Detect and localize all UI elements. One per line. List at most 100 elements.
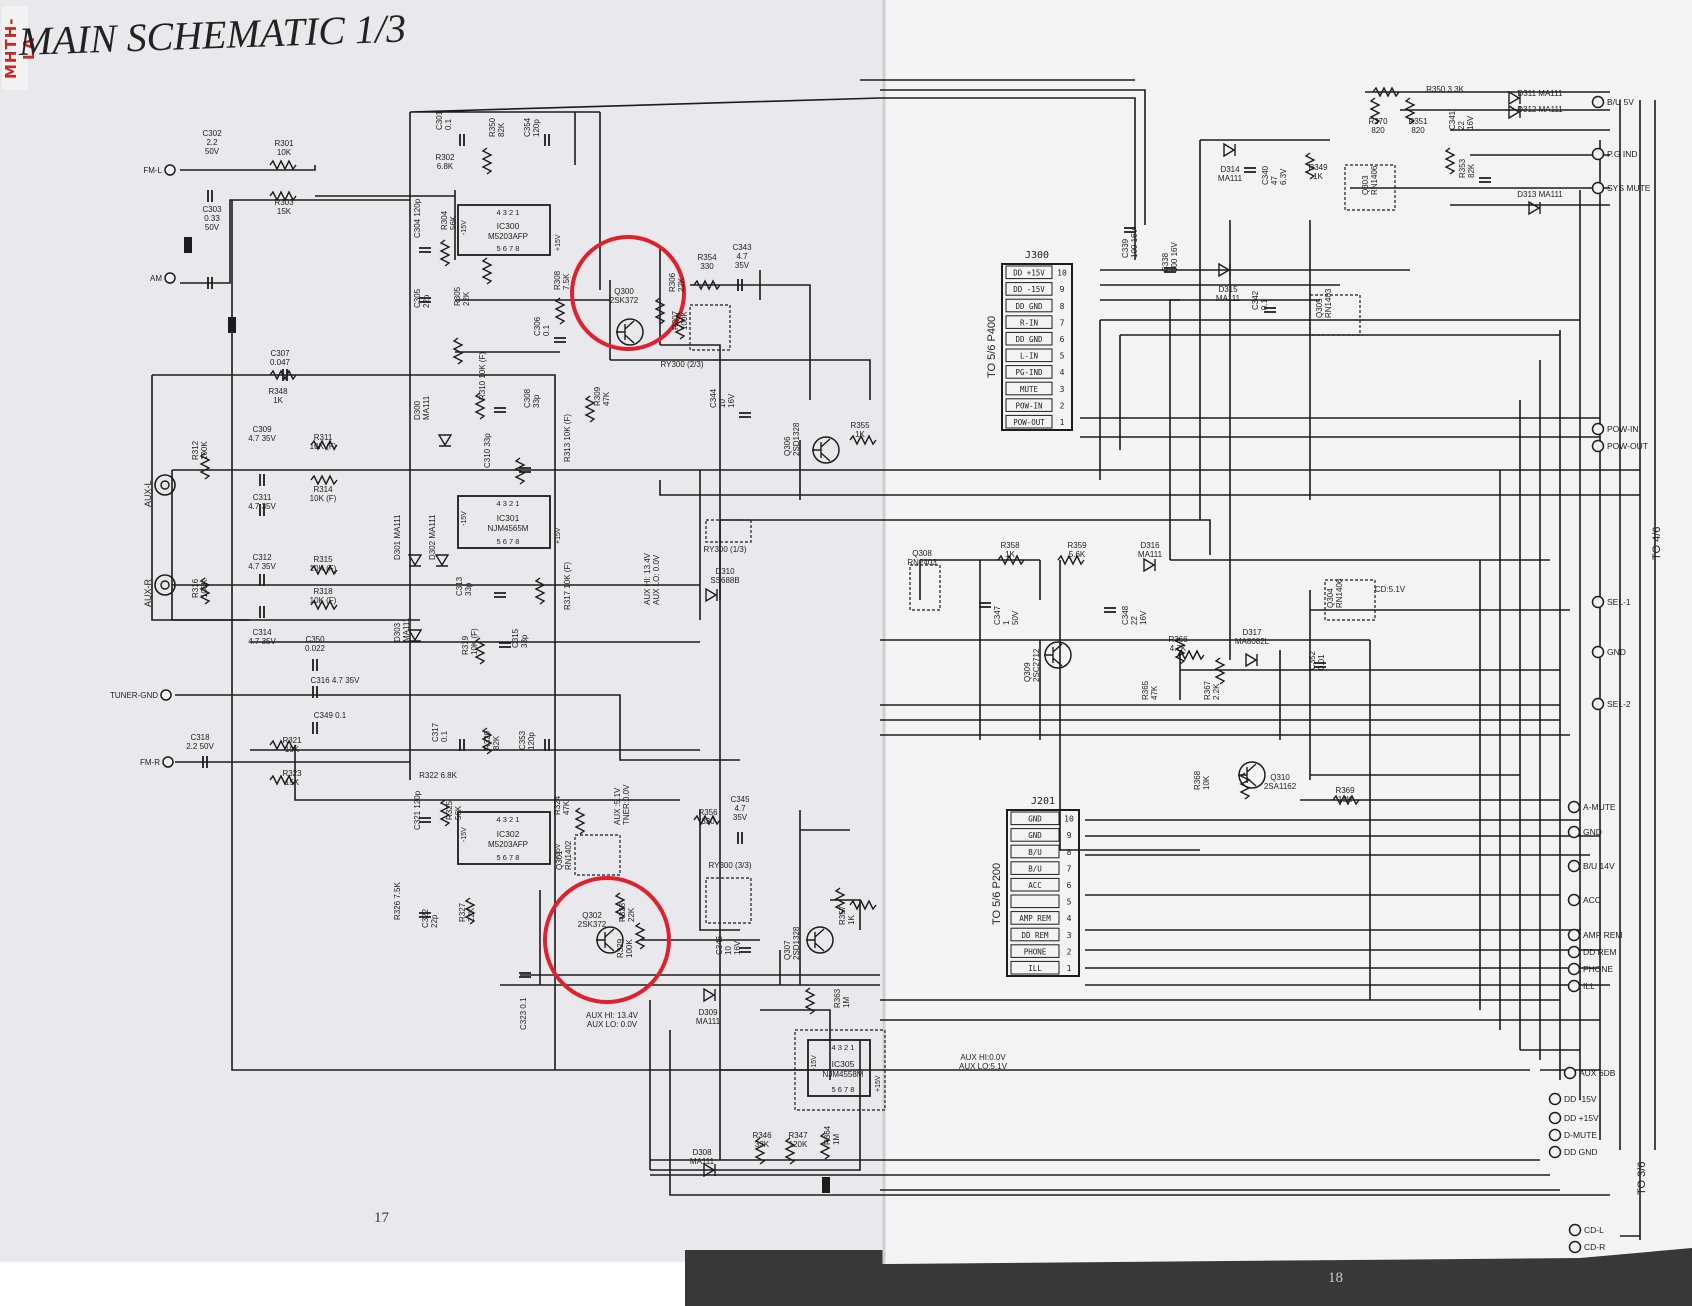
capacitor-symbol <box>312 659 318 671</box>
label-line-r356: R356 <box>698 808 718 817</box>
capacitor-symbol <box>419 912 431 918</box>
label-line-r324: 47K <box>562 800 571 815</box>
label-line-c346: 16V <box>733 940 742 955</box>
label-line-c340: 6.3V <box>1279 168 1288 185</box>
label-line-q310: 2SA1162 <box>1264 782 1297 791</box>
label-line-c315: 33p <box>520 634 529 648</box>
label-line-c347: 50V <box>1011 610 1020 625</box>
jack-aux_l <box>154 474 176 496</box>
label-ry300c: RY300 (3/3) <box>709 861 752 870</box>
label-line-r350b: R350 3.3K <box>1426 85 1464 94</box>
connector-pin-number-j300: 6 <box>1060 335 1065 344</box>
label-line-r308: 7.5K <box>562 273 571 290</box>
terminal-label-cdr: CD-R <box>1584 1242 1605 1252</box>
ic-bottom-pins-ic301: 5 6 7 8 <box>497 537 520 546</box>
label-line-c340: 47 <box>1270 176 1279 185</box>
connector-pin-number-j300: 5 <box>1060 352 1065 361</box>
jack-core-aux_r <box>160 580 170 590</box>
terminal-dd15n <box>1548 1092 1562 1106</box>
label-line-r303: 15K <box>277 207 292 216</box>
terminal-amute <box>1567 800 1581 814</box>
label-to-3-6: TO 3/6 <box>1636 1162 1648 1195</box>
label-line-d310: SS688B <box>710 576 739 585</box>
connector-pin-number-j300: 1 <box>1060 418 1065 427</box>
label-line-q308: RN2403 <box>907 558 937 567</box>
label-line-q305: Q305 <box>1315 298 1324 318</box>
label-line-c350: 0.022 <box>305 644 326 653</box>
label-line-c348: C348 <box>1121 605 1130 625</box>
diode-symbol <box>1218 262 1231 278</box>
capacitor-symbol <box>312 722 318 734</box>
highlight-circle-q302 <box>543 876 671 1004</box>
terminal-ddrem <box>1567 945 1581 959</box>
terminal-label-cdl: CD-L <box>1584 1225 1604 1235</box>
ic-top-pins-ic302: 4 3 2 1 <box>497 815 520 824</box>
diode-symbol <box>1223 142 1236 158</box>
resistor-symbol <box>849 899 877 911</box>
label-line-r312: 100K <box>200 441 209 460</box>
terminal-sysmute <box>1591 181 1605 195</box>
resistor-symbol <box>804 987 816 1015</box>
label-r322: R322 6.8K <box>419 771 457 780</box>
label-line-q309: Q309 <box>1023 662 1032 682</box>
capacitor-symbol <box>1314 662 1326 668</box>
wiring <box>151 79 1656 1240</box>
label-line-c341: 16V <box>1466 115 1475 130</box>
label-r317: R317 10K (F) <box>563 562 572 610</box>
label-line-d310: D310 <box>715 567 735 576</box>
resistor-symbol <box>481 727 493 755</box>
label-line-r301: R301 <box>274 139 294 148</box>
resistor-symbol <box>1177 649 1205 661</box>
label-line-c317: 0.1 <box>440 730 449 742</box>
terminal-label-amprem: AMP REM <box>1583 930 1623 940</box>
label-line-q300: 2SK372 <box>610 296 639 305</box>
label-line-r319: 10K (F) <box>470 628 479 655</box>
label-line-c339: C339 <box>1121 238 1130 258</box>
connector-pin-label-j201: AMP REM <box>1019 914 1051 923</box>
label-line-r328: R328 <box>618 902 627 922</box>
label-line-r325: R325 <box>445 800 454 820</box>
label-line-r314: 10K (F) <box>310 494 337 503</box>
resistor-symbol <box>269 774 297 786</box>
dashed-package <box>1344 164 1396 211</box>
label-line-r310: R310 10K (F) <box>478 352 487 400</box>
label-line-c321: C321 120p <box>413 790 422 830</box>
resistor-symbol <box>1369 97 1381 125</box>
capacitor-symbol <box>499 642 511 648</box>
capacitor-symbol <box>207 190 213 202</box>
terminal-phone <box>1567 962 1581 976</box>
label-line-c345: C345 <box>730 795 750 804</box>
label-line-d312: D312 MA111 <box>1517 105 1563 114</box>
label-line-c303: 0.33 <box>204 214 220 223</box>
capacitor-symbol <box>259 474 265 486</box>
capacitor-symbol <box>737 279 743 291</box>
label-line-d311: D311 MA111 <box>1518 89 1563 98</box>
connector-pin-box-j201 <box>1010 894 1060 909</box>
label-line-c344: 10 <box>718 399 727 408</box>
label-line-r309: R309 <box>593 386 602 406</box>
terminal-sel1 <box>1591 595 1605 609</box>
label-line-c338: C338 <box>1161 252 1170 272</box>
terminal-label-gnd1: GND <box>1607 647 1626 657</box>
resistor-symbol <box>481 147 493 175</box>
label-line-q303: RN1406 <box>1370 165 1379 195</box>
ic-body-ic300 <box>457 204 551 256</box>
label-line-r325: 56K <box>454 805 463 820</box>
label-line-c343: 35V <box>735 261 750 270</box>
connector-pin-label-j201: B/U <box>1028 848 1042 857</box>
